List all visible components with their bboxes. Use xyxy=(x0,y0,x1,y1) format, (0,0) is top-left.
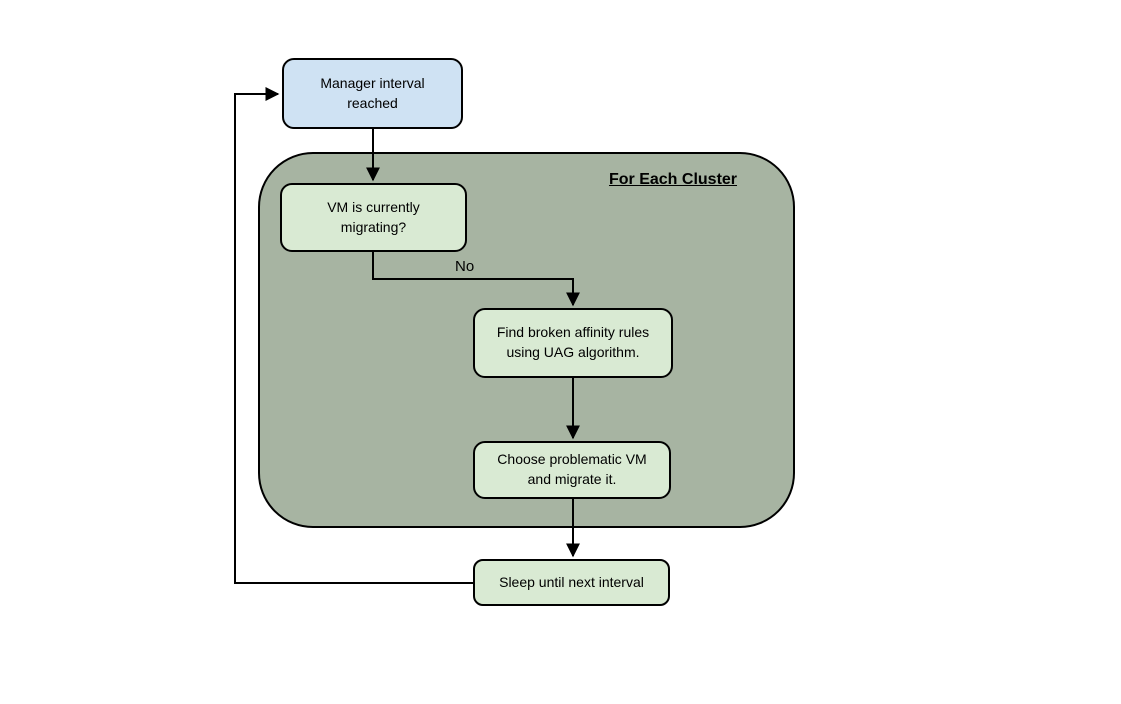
edge-sleep-loop-to-manager xyxy=(234,87,473,584)
node-vm-currently-migrating: VM is currently migrating? xyxy=(280,183,467,252)
for-each-cluster-label: For Each Cluster xyxy=(608,171,738,188)
node-find-broken-affinity-rules: Find broken affinity rules using UAG alg… xyxy=(473,308,673,378)
edge-vmcheck-no-to-findrules xyxy=(372,252,580,307)
edge-label-no: No xyxy=(455,258,475,275)
node-sleep-until-next-interval: Sleep until next interval xyxy=(473,559,670,606)
node-choose-problematic-vm: Choose problematic VM and migrate it. xyxy=(473,441,671,499)
node-manager-interval-reached: Manager interval reached xyxy=(282,58,463,129)
